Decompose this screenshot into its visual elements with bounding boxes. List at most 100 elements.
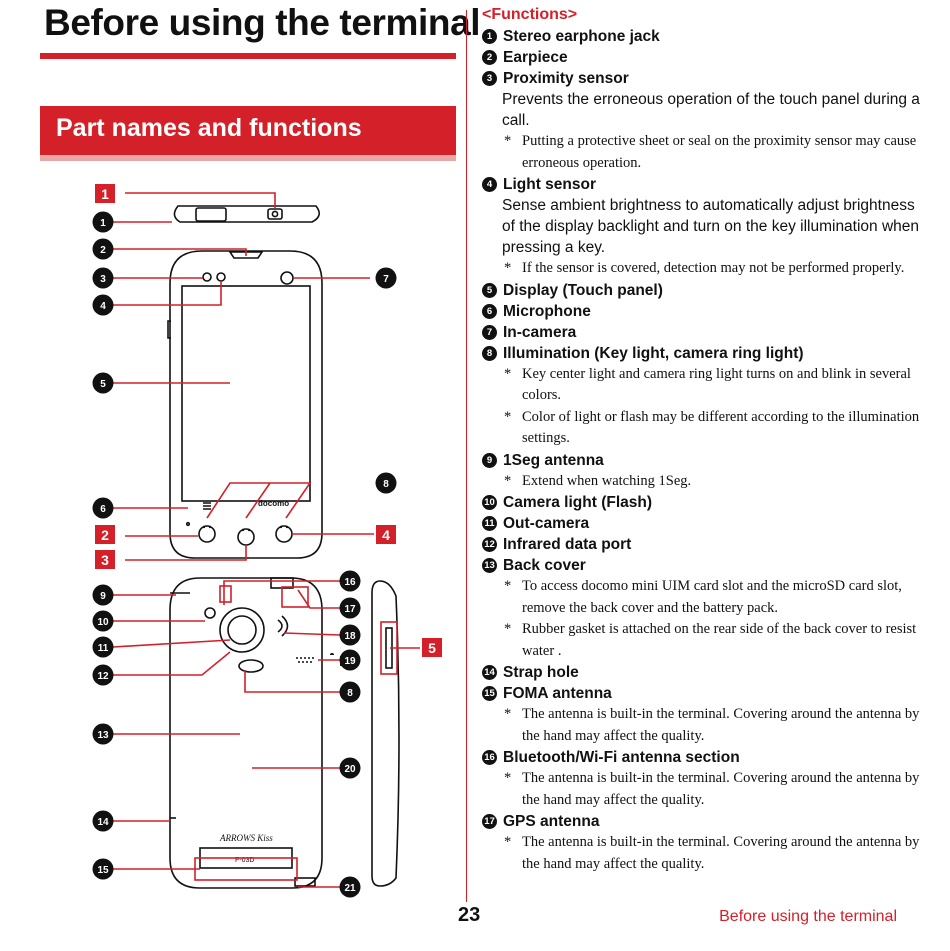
callout-10: 10 [97,617,109,628]
item-number: 5 [482,282,497,298]
phone-back-body [169,577,323,889]
item-number: 1 [482,29,497,44]
back-brand-text: ARROWS Kiss [219,833,273,843]
item-note: *To access docomo mini UIM card slot and… [504,578,902,616]
function-item-8: 8 Illumination (Key light, camera ring l… [482,343,922,364]
callout-15: 15 [97,865,109,876]
callout-7: 7 [383,274,389,285]
function-item-6: 6 Microphone [482,301,922,322]
item-title: Infrared data port [503,536,632,553]
callout-19: 19 [344,656,356,667]
callout-1: 1 [100,218,106,229]
item-note: *The antenna is built-in the terminal. C… [504,834,920,872]
callout-4: 4 [100,301,106,312]
item-title: Illumination (Key light, camera ring lig… [503,344,804,362]
item-number: 13 [482,558,497,573]
item-number: 11 [482,516,497,531]
item-note: *Key center light and camera ring light … [504,365,911,404]
item-number: 3 [482,71,497,86]
callout-8-back: 8 [347,688,353,699]
function-item-5: 5 Display (Touch panel) [482,280,922,301]
item-note: *The antenna is built-in the terminal. C… [504,706,920,744]
item-note: *The antenna is built-in the terminal. C… [504,770,920,808]
item-title: FOMA antenna [503,685,612,702]
function-item-14: 14 Strap hole [482,662,922,683]
item-number: 15 [482,686,497,701]
back-model-text: F-03D [235,857,254,864]
item-note: *Color of light or flash may be differen… [504,408,920,447]
footer-chapter-title: Before using the terminal [719,908,897,925]
section-banner: Part names and functions [40,106,456,161]
item-title: Back cover [503,557,586,574]
item-title: Bluetooth/Wi-Fi antenna section [503,749,740,766]
phone-diagram: docomo ARROWS Kiss F-03D [92,184,442,898]
page-number: 23 [458,904,481,926]
callout-lines [112,192,420,888]
item-note: *If the sensor is covered, detection may… [504,260,905,276]
phone-top-view [173,205,320,223]
item-title: GPS antenna [503,813,600,830]
function-item-11: 11 Out-camera [482,513,922,534]
note-text: If the sensor is covered, detection may … [522,260,905,276]
item-title: Display (Touch panel) [503,281,663,299]
item-number: 2 [482,50,497,65]
square-label-2: 2 [101,527,109,543]
function-item-7: 7 In-camera [482,322,922,343]
item-note: *Extend when watching 1Seg. [504,472,692,489]
callout-13: 13 [97,730,109,741]
item-number: 17 [482,814,497,829]
section-title: Part names and functions [56,114,362,142]
function-item-2: 2 Earpiece [482,47,922,68]
item-number: 6 [482,303,497,319]
function-item-10: 10 Camera light (Flash) [482,492,922,513]
note-text: Key center light and camera ring light t… [522,365,911,404]
phone-side-view [371,580,400,887]
square-label-1: 1 [101,186,109,202]
functions-list: <Functions> 1 Stereo earphone jack 2 Ear… [482,4,922,875]
item-number: 4 [482,177,497,192]
note-text: Color of light or flash may be different… [522,408,920,447]
item-number: 12 [482,537,497,552]
phone-front-body [169,250,323,559]
note-text: Rubber gasket is attached on the rear si… [522,621,917,659]
item-title: 1Seg antenna [503,451,604,469]
callout-11: 11 [98,643,109,654]
functions-heading: <Functions> [482,6,578,23]
item-title: In-camera [503,323,577,341]
speaker-dots [296,657,314,663]
note-text: The antenna is built-in the terminal. Co… [522,706,920,744]
callout-12: 12 [97,671,109,682]
function-item-16: 16 Bluetooth/Wi-Fi antenna section [482,747,922,768]
callout-6: 6 [100,504,106,515]
item-note: *Rubber gasket is attached on the rear s… [504,621,917,659]
callout-18: 18 [344,631,356,642]
item-title: Proximity sensor [503,70,629,87]
callout-17: 17 [344,604,356,615]
function-item-17: 17 GPS antenna [482,811,922,832]
item-title: Stereo earphone jack [503,28,660,45]
item-number: 16 [482,750,497,765]
item-number: 14 [482,665,497,680]
item-number: 10 [482,495,497,510]
item-title: Strap hole [503,664,579,681]
item-title: Microphone [503,302,591,320]
note-text: Putting a protective sheet or seal on th… [522,133,917,171]
square-label-4: 4 [382,527,390,543]
item-title: Out-camera [503,515,590,532]
item-number: 8 [482,345,497,361]
item-note: *Putting a protective sheet or seal on t… [504,133,917,171]
item-title: Camera light (Flash) [503,494,652,511]
item-number: 9 [482,452,497,468]
function-item-13: 13 Back cover [482,555,922,576]
note-text: Extend when watching 1Seg. [522,472,692,489]
square-label-3: 3 [101,552,109,568]
item-title: Light sensor [503,176,597,193]
item-description: Sense ambient brightness to automaticall… [502,197,920,256]
note-text: To access docomo mini UIM card slot and … [522,578,902,616]
function-item-4: 4 Light sensor [482,174,922,195]
callout-3: 3 [100,274,106,285]
item-number: 7 [482,324,497,340]
note-text: The antenna is built-in the terminal. Co… [522,834,920,872]
column-divider [466,10,467,902]
function-item-12: 12 Infrared data port [482,534,922,555]
